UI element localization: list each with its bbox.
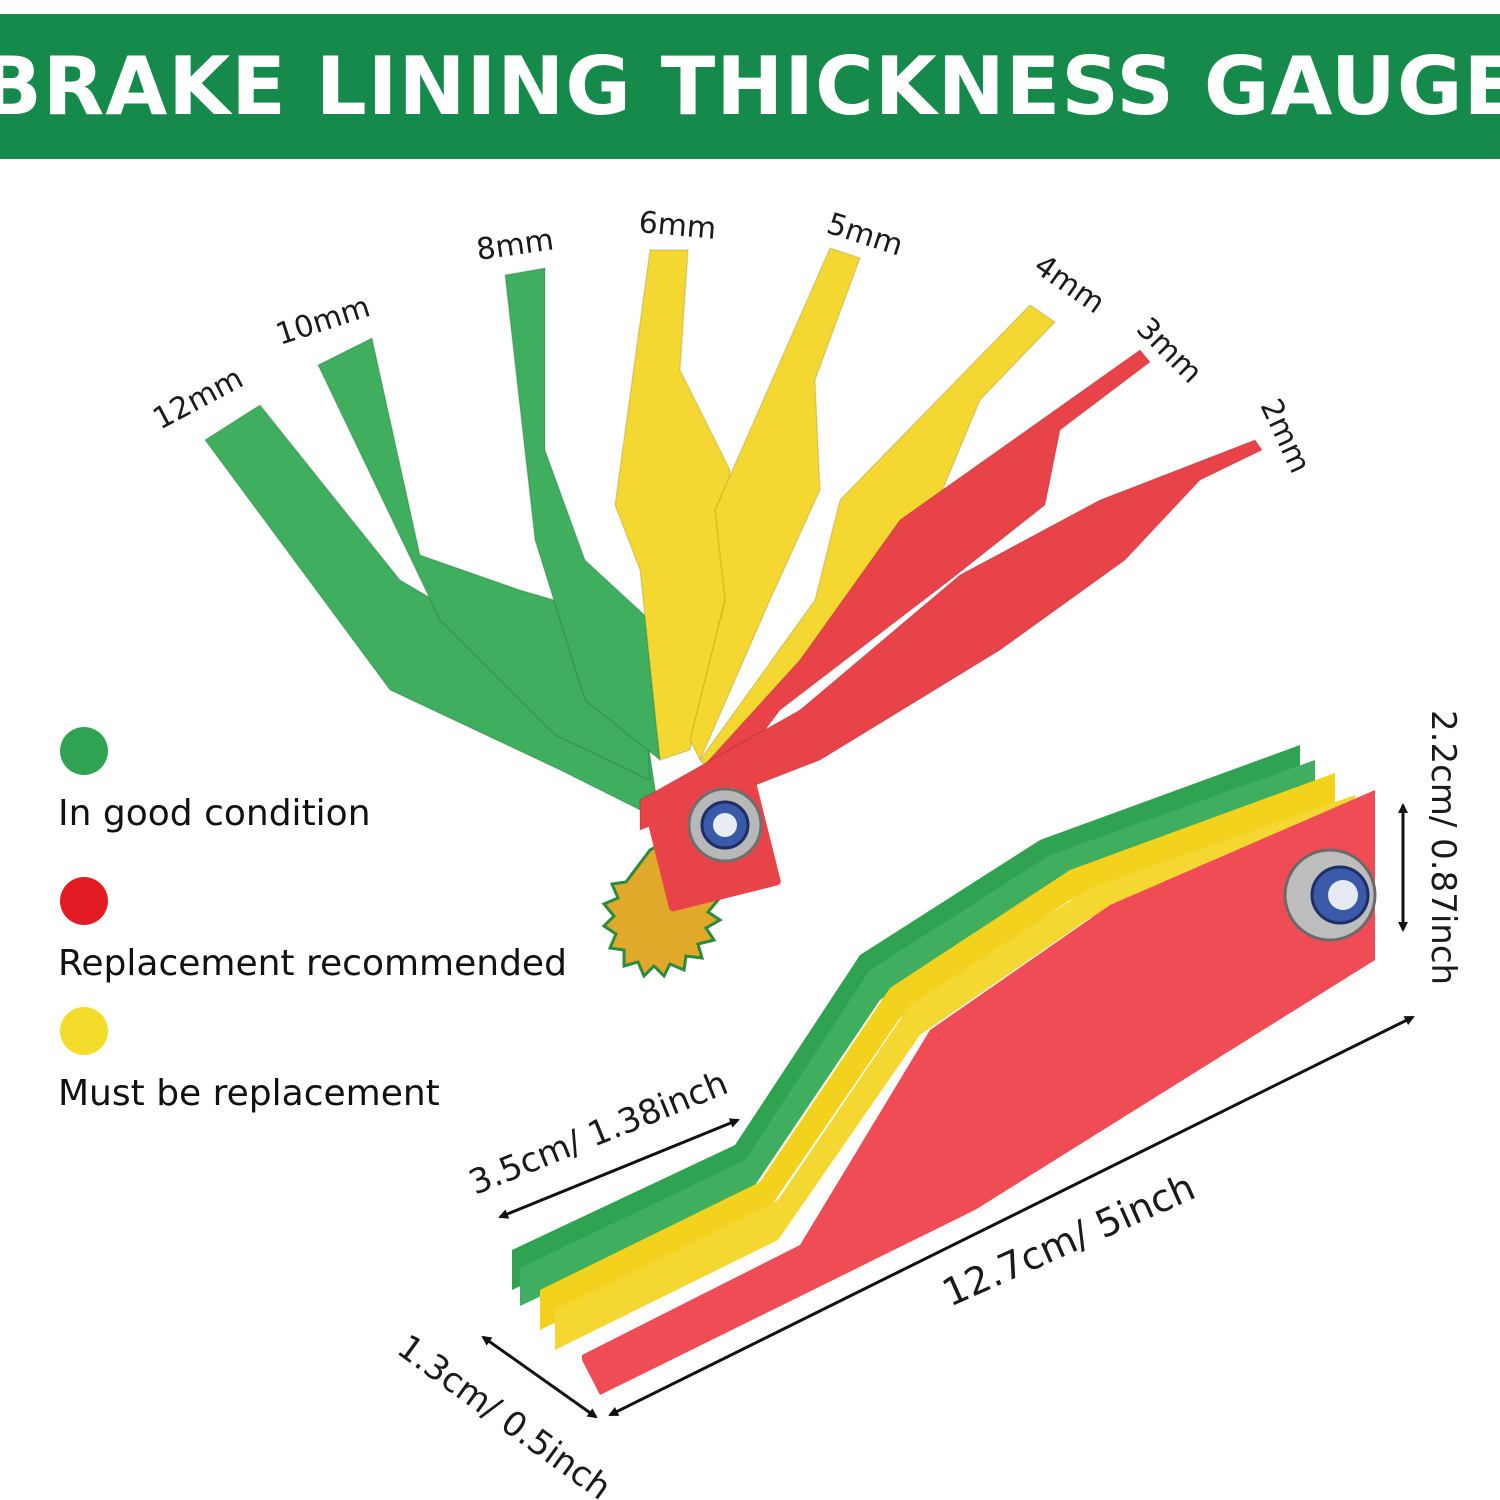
fan-hub <box>601 778 781 979</box>
title-banner: BRAKE LINING THICKNESS GAUGE <box>0 14 1500 159</box>
legend-dot-green <box>60 727 108 775</box>
stack-nut-hole <box>1328 880 1358 910</box>
banner-title: BRAKE LINING THICKNESS GAUGE <box>0 40 1500 133</box>
dimension-arrows <box>481 803 1415 1419</box>
gauge-blade-3mm <box>698 348 1152 792</box>
legend-dot-yellow <box>60 1007 108 1055</box>
gauge-label-4mm: 4mm <box>1027 248 1111 321</box>
gauge-label-6mm: 6mm <box>637 205 717 247</box>
gauge-label-10mm: 10mm <box>272 289 375 352</box>
thickness-arrow <box>481 1335 598 1419</box>
legend-text-must-replace: Must be replacement <box>58 1073 440 1114</box>
total-length-arrow <box>608 1015 1415 1417</box>
legend-text-good: In good condition <box>58 793 371 834</box>
gauge-blade-5mm <box>689 247 861 762</box>
legend-text-recommended: Replacement recommended <box>58 943 567 984</box>
height-dimension-label: 2.2cm/ 0.87inch <box>1423 710 1463 985</box>
legend-dot-red <box>60 877 108 925</box>
nut-hole <box>713 813 737 837</box>
gauge-label-8mm: 8mm <box>474 222 556 267</box>
gauge-stack <box>512 745 1377 1395</box>
gauge-label-2mm: 2mm <box>1253 394 1317 479</box>
